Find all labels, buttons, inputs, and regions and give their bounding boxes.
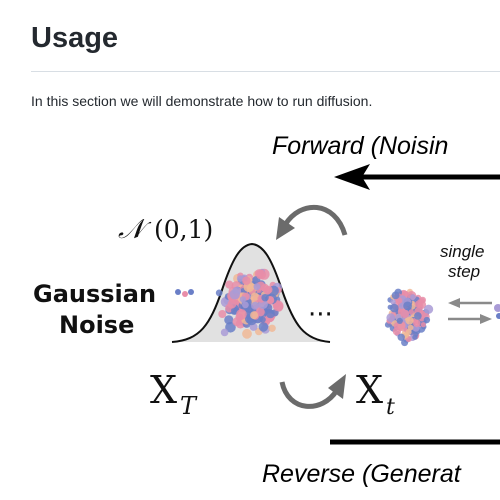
normal-params: (0,1)	[154, 215, 213, 244]
noise-point	[408, 309, 414, 315]
noise-point	[407, 324, 414, 331]
gaussian-noise-cloud	[215, 268, 284, 339]
noise-point	[220, 328, 229, 337]
diffusion-diagram: Forward (Noisin 𝒩 (0,1) Gaussian Noise	[0, 120, 500, 500]
intermediate-sample-cloud	[384, 288, 434, 347]
ellipsis: ···	[308, 300, 333, 330]
noise-point	[412, 334, 418, 340]
noise-point	[242, 276, 251, 285]
forward-loop-arrow-icon	[276, 204, 348, 240]
noise-point	[218, 310, 227, 318]
right-edge-cloud	[494, 304, 500, 319]
reverse-loop-arrow-icon	[279, 374, 346, 409]
step-label-line1: single	[440, 242, 484, 261]
step-label-line2: step	[448, 262, 480, 281]
noise-point	[250, 311, 259, 320]
noise-point	[272, 300, 284, 312]
noise-point	[236, 309, 247, 320]
noise-point	[390, 299, 397, 305]
noise-point	[396, 317, 403, 324]
single-step-arrows-icon	[448, 298, 492, 324]
x-final-subscript: T	[180, 392, 198, 420]
noise-point	[390, 303, 399, 313]
noise-label-line1: Gaussian	[33, 280, 156, 308]
noise-point	[256, 269, 266, 280]
noise-point	[420, 322, 426, 328]
noise-point	[227, 299, 237, 309]
noise-label-line2: Noise	[59, 311, 134, 339]
reverse-label: Reverse (Generat	[262, 460, 462, 488]
noise-point	[232, 317, 242, 327]
noise-point	[225, 280, 234, 289]
noise-point	[400, 309, 410, 318]
noise-point	[266, 309, 275, 319]
noise-point	[263, 286, 272, 295]
intro-text: In this section we will demonstrate how …	[31, 93, 373, 109]
noise-point	[250, 292, 260, 301]
noise-point	[253, 283, 261, 291]
noise-point	[405, 316, 414, 325]
noise-point	[414, 312, 422, 320]
diffusion-figure-svg: Forward (Noisin 𝒩 (0,1) Gaussian Noise	[33, 132, 500, 488]
forward-label: Forward (Noisin	[272, 132, 448, 160]
noise-point	[413, 319, 421, 327]
noise-point	[242, 301, 249, 309]
noise-point	[397, 333, 405, 341]
normal-symbol: 𝒩	[118, 214, 152, 245]
noise-point	[251, 301, 260, 310]
noise-point	[215, 289, 223, 297]
noise-point	[405, 329, 412, 335]
noise-point	[410, 294, 416, 300]
noise-point	[261, 294, 269, 302]
noise-point	[229, 289, 240, 300]
noise-point	[268, 324, 276, 332]
noise-point	[423, 316, 431, 324]
x-final-label: X	[150, 368, 177, 412]
noise-point	[386, 313, 396, 323]
noise-pointer	[175, 289, 194, 297]
noise-point	[225, 322, 236, 333]
noise-point	[239, 296, 247, 303]
noise-point	[403, 301, 412, 311]
section-heading: Usage	[31, 22, 119, 54]
noise-point	[424, 304, 434, 314]
noise-point	[242, 328, 252, 339]
x-mid-subscript: t	[386, 395, 395, 420]
noise-point	[414, 300, 423, 309]
x-mid-label: X	[356, 368, 383, 412]
forward-arrow	[334, 164, 500, 190]
heading-divider	[31, 71, 500, 72]
noise-point	[391, 291, 400, 300]
noise-point	[258, 322, 269, 332]
